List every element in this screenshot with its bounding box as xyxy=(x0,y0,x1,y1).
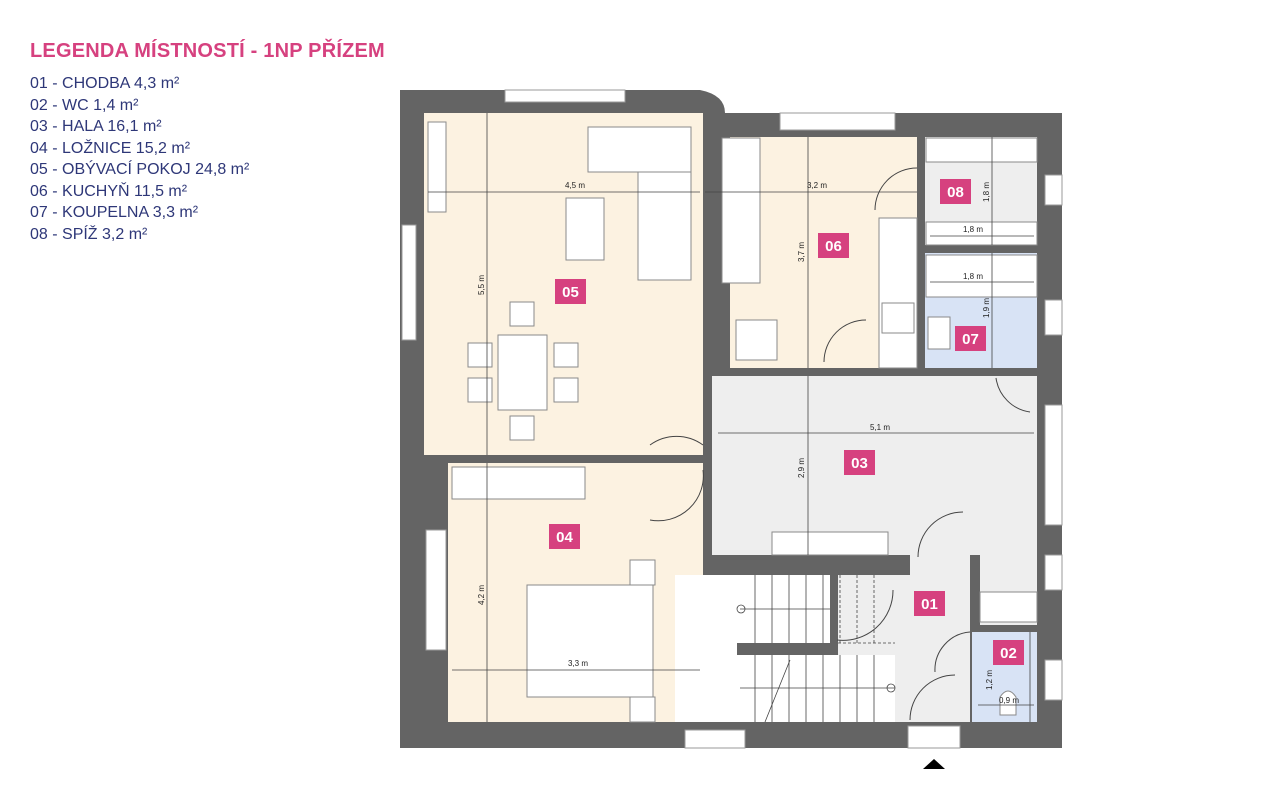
fridge xyxy=(735,319,778,361)
toilet xyxy=(999,690,1017,716)
svg-text:08: 08 xyxy=(947,184,964,201)
svg-text:4,5 m: 4,5 m xyxy=(565,181,585,190)
legend-title: LEGENDA MÍSTNOSTÍ - 1NP PŘÍZEM xyxy=(30,40,385,62)
legend-item: 08 - SPÍŽ 3,2 m² xyxy=(30,225,148,243)
svg-text:01: 01 xyxy=(921,596,938,613)
dimension-labels: 4,5 m 5,5 m 3,2 m 3,7 m 1,8 m 1,8 m 1,8 … xyxy=(477,181,1019,705)
legend-item: 06 - KUCHYŇ 11,5 m² xyxy=(30,182,188,200)
svg-text:1,8 m: 1,8 m xyxy=(982,182,991,202)
furniture xyxy=(427,121,1038,723)
pantry-shelf-2 xyxy=(925,221,1038,246)
stairs-lower xyxy=(737,655,895,722)
doors xyxy=(649,167,1031,721)
svg-text:3,3 m: 3,3 m xyxy=(568,659,588,668)
room-badge-01: 01 xyxy=(914,591,945,616)
room-badge-07: 07 xyxy=(955,326,986,351)
legend-item: 01 - CHODBA 4,3 m² xyxy=(30,75,180,92)
svg-text:1,8 m: 1,8 m xyxy=(963,272,983,281)
windows xyxy=(401,89,1063,749)
kitchen-cabinet xyxy=(721,137,761,284)
coffee-table xyxy=(565,197,605,261)
svg-text:5,5 m: 5,5 m xyxy=(477,275,486,295)
svg-text:2,9 m: 2,9 m xyxy=(797,458,806,478)
sofa-side xyxy=(637,171,692,281)
svg-text:1,2 m: 1,2 m xyxy=(985,670,994,690)
svg-text:05: 05 xyxy=(562,284,579,301)
svg-text:5,1 m: 5,1 m xyxy=(870,423,890,432)
room-badge-06: 06 xyxy=(818,233,849,258)
room-badge-05: 05 xyxy=(555,279,586,304)
svg-text:03: 03 xyxy=(851,455,868,472)
svg-text:02: 02 xyxy=(1000,645,1017,662)
legend-item: 05 - OBÝVACÍ POKOJ 24,8 m² xyxy=(30,161,250,178)
legend-item: 04 - LOŽNICE 15,2 m² xyxy=(30,139,191,157)
svg-text:3,2 m: 3,2 m xyxy=(807,181,827,190)
svg-text:1,9 m: 1,9 m xyxy=(982,298,991,318)
stove xyxy=(881,302,915,334)
bathtub xyxy=(925,254,1038,298)
stair-treads xyxy=(736,575,896,723)
room-badge-08: 08 xyxy=(940,179,971,204)
hall-bench xyxy=(771,531,889,556)
room-legend: LEGENDA MÍSTNOSTÍ - 1NP PŘÍZEM 01 - CHOD… xyxy=(30,40,385,245)
entrance-arrow-icon xyxy=(923,759,945,769)
legend-item: 07 - KOUPELNA 3,3 m² xyxy=(30,204,199,221)
stair-landing xyxy=(675,575,737,722)
room-badge-02: 02 xyxy=(993,640,1024,665)
kitchen-counter xyxy=(878,217,918,369)
svg-text:0,9 m: 0,9 m xyxy=(999,696,1019,705)
legend-item: 02 - WC 1,4 m² xyxy=(30,96,139,114)
svg-text:06: 06 xyxy=(825,238,842,255)
passage-01-03 xyxy=(910,550,970,580)
pantry-shelf xyxy=(925,137,1038,163)
room-badge-04: 04 xyxy=(549,524,580,549)
svg-text:1,8 m: 1,8 m xyxy=(963,225,983,234)
bed xyxy=(526,584,654,698)
legend-item: 03 - HALA 16,1 m² xyxy=(30,118,162,135)
hall-cabinet xyxy=(979,591,1038,623)
sofa xyxy=(587,126,692,173)
svg-text:3,7 m: 3,7 m xyxy=(797,242,806,262)
cabinet xyxy=(427,121,447,213)
dimension-lines xyxy=(428,113,1034,722)
svg-text:4,2 m: 4,2 m xyxy=(477,585,486,605)
washbasin xyxy=(927,316,951,350)
svg-text:07: 07 xyxy=(962,331,979,348)
room-badge-03: 03 xyxy=(844,450,875,475)
svg-text:04: 04 xyxy=(556,529,573,546)
dining-table xyxy=(497,334,548,411)
wardrobe xyxy=(451,466,586,500)
